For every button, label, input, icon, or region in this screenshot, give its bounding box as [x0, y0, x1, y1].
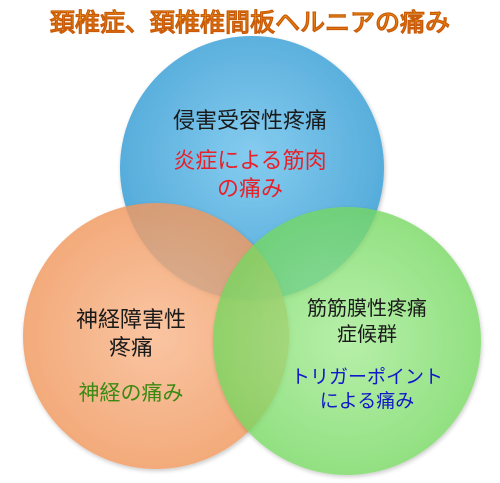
top-sub-line-2: の痛み — [216, 177, 283, 203]
left-heading-line-1: 神経障害性 — [75, 308, 186, 333]
left-circle-heading: 神経障害性 疼痛 — [26, 307, 236, 363]
right-heading-line-2: 症候群 — [337, 321, 397, 346]
top-sub-line-1: 炎症による筋肉 — [173, 149, 327, 174]
circle-right — [213, 207, 481, 475]
left-circle-subtext: 神経の痛み — [78, 381, 184, 405]
right-sub-line-1: トリガーポイント — [290, 366, 443, 388]
left-heading-line-2: 疼痛 — [108, 336, 153, 362]
right-sub-line-2: による痛み — [319, 390, 415, 413]
page-title: 頚椎症、頚椎椎間板ヘルニアの痛み — [49, 8, 450, 37]
top-circle-subtext: 炎症による筋肉 の痛み — [120, 148, 380, 204]
top-circle-heading: 侵害受容性疼痛 — [172, 109, 327, 134]
title-banner: 頚椎症、頚椎椎間板ヘルニアの痛み — [49, 8, 450, 37]
right-circle-subtext: トリガーポイント による痛み — [262, 365, 472, 414]
right-circle-heading: 筋筋膜性疼痛 症候群 — [262, 296, 472, 347]
right-heading-line-1: 筋筋膜性疼痛 — [307, 296, 427, 320]
circle-left — [23, 203, 289, 469]
